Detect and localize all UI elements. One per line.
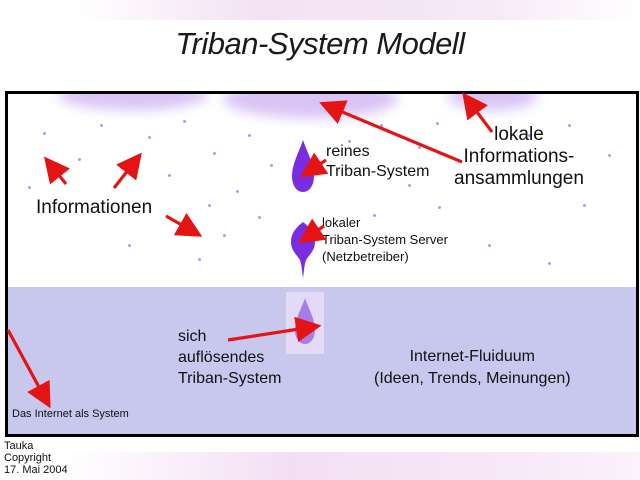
info-dot bbox=[198, 258, 201, 261]
info-dot bbox=[270, 164, 273, 167]
slide-title: Triban-System Modell bbox=[175, 26, 465, 61]
footer-copyright: Copyright bbox=[4, 452, 52, 464]
info-dot bbox=[258, 216, 261, 219]
label-internet-als-system: Das Internet als System bbox=[12, 408, 129, 420]
info-dot bbox=[213, 152, 216, 155]
info-dot bbox=[380, 124, 383, 127]
info-dot bbox=[78, 158, 81, 161]
info-dot bbox=[28, 186, 31, 189]
server-drop bbox=[291, 222, 315, 278]
info-dot bbox=[43, 132, 46, 135]
info-cloud-left bbox=[58, 94, 208, 110]
info-dot bbox=[438, 206, 441, 209]
top-decor-band bbox=[0, 0, 640, 20]
info-dot bbox=[583, 204, 586, 207]
label-internet-fluiduum: Internet-Fluiduum (Ideen, Trends, Meinun… bbox=[374, 348, 571, 387]
label-lokale-informations: lokale Informations- ansammlungen bbox=[454, 124, 584, 189]
info-dot bbox=[183, 120, 186, 123]
label-server: lokaler Triban-System Server (Netzbetrei… bbox=[322, 215, 448, 264]
label-reines-triban: reines Triban-System bbox=[326, 143, 430, 180]
label-aufloesend: sich auflösendes Triban-System bbox=[178, 328, 282, 387]
info-dot bbox=[100, 124, 103, 127]
bottom-decor-band bbox=[0, 452, 640, 480]
info-dot bbox=[548, 262, 551, 265]
info-dot bbox=[236, 190, 239, 193]
info-dot bbox=[208, 204, 211, 207]
footer-date: 17. Mai 2004 bbox=[4, 464, 68, 476]
label-informationen: Informationen bbox=[36, 197, 153, 218]
info-dot bbox=[528, 134, 531, 137]
info-cloud-right bbox=[448, 94, 538, 110]
info-dot bbox=[436, 122, 439, 125]
info-dot bbox=[608, 154, 611, 157]
info-dot bbox=[223, 234, 226, 237]
info-cloud-center bbox=[223, 94, 398, 118]
info-dot bbox=[568, 124, 571, 127]
pure-triban-drop bbox=[292, 140, 314, 192]
dissolving-drop bbox=[295, 298, 315, 344]
info-dot bbox=[408, 184, 411, 187]
info-dot bbox=[148, 136, 151, 139]
info-dot bbox=[373, 214, 376, 217]
info-dot bbox=[488, 244, 491, 247]
footer-author: Tauka bbox=[4, 440, 34, 452]
info-dot bbox=[168, 174, 171, 177]
info-dot bbox=[128, 244, 131, 247]
info-dot bbox=[248, 134, 251, 137]
